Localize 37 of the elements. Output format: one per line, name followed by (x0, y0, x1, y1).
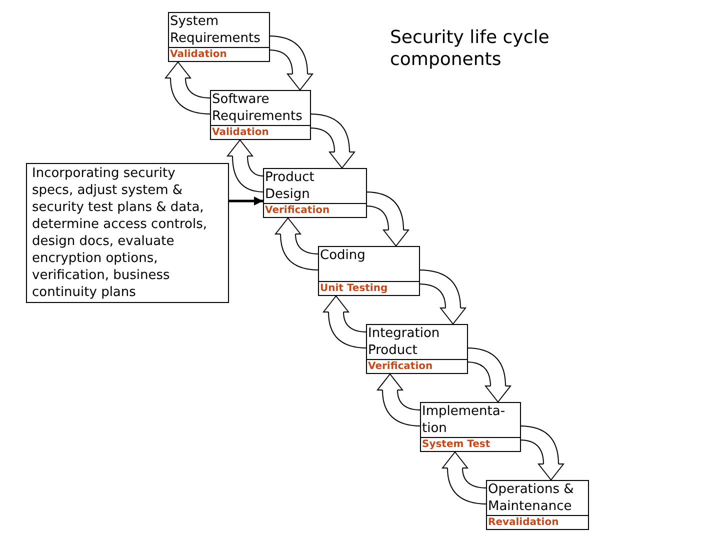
stage-title: System Requirements (170, 13, 262, 47)
stage-box (420, 402, 521, 452)
stage-title: Operations & Maintenance (488, 481, 575, 515)
stage-box (486, 480, 589, 530)
phase-label: Verification (264, 203, 366, 217)
block-arrow (442, 452, 488, 504)
block-arrow (466, 348, 511, 402)
stage-box (210, 90, 311, 140)
block-arrow (268, 36, 313, 90)
block-arrow (227, 140, 264, 192)
arrow (229, 196, 263, 206)
stage-title: Product Design (265, 169, 316, 203)
phase-label: Validation (169, 47, 269, 61)
phase-label: Unit Testing (319, 281, 419, 295)
block-arrow (310, 114, 355, 168)
block-arrow (165, 62, 212, 114)
stage-title: Coding (320, 247, 366, 264)
block-arrow (520, 426, 564, 480)
stage-box (263, 168, 367, 218)
stage-title: Software Requirements (212, 91, 304, 125)
diagram-title: Security life cycle components (390, 27, 550, 71)
stage-box (318, 246, 420, 296)
phase-label: Revalidation (487, 515, 588, 529)
phase-label: Validation (211, 125, 310, 139)
note-box (26, 163, 229, 303)
phase-label: System Test (421, 437, 520, 451)
phase-label: Verification (367, 359, 467, 373)
note-text: Incorporating security specs, adjust system & security test plans & data, determine access controls, design docs, evaluate encryption options, verification, business continuity plans (32, 165, 208, 301)
block-arrow (275, 218, 320, 270)
stage-title: Implementa-tion (422, 403, 506, 437)
block-arrow (366, 192, 409, 246)
stage-title: Integration Product (368, 325, 441, 359)
block-arrow (377, 374, 422, 426)
block-arrow (418, 270, 466, 324)
block-arrow (323, 296, 368, 348)
stage-box (366, 324, 468, 374)
stage-box (168, 12, 270, 62)
